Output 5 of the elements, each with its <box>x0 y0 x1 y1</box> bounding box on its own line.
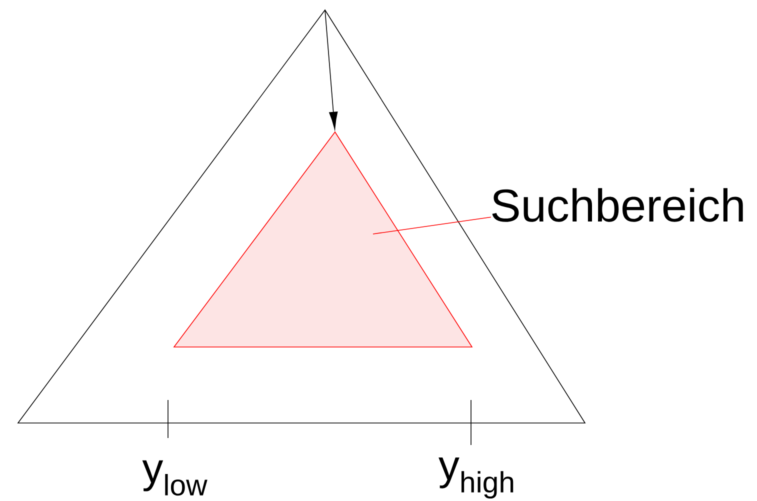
axis-label: y$_{high}$ <box>438 457 514 498</box>
arrow <box>324 10 338 130</box>
leader-line <box>372 216 492 234</box>
axis-label: y$_{low}$ <box>142 460 208 496</box>
area-label: Suchbereich <box>492 188 743 222</box>
